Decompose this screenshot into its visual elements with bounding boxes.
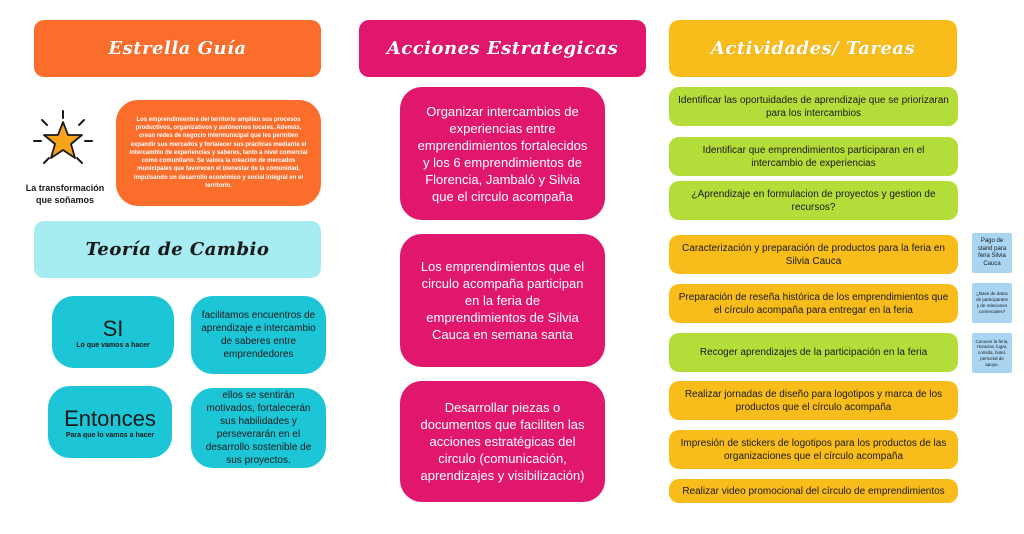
entonces-title: Entonces [64, 405, 156, 431]
actividad-resena-historica: Preparación de reseña histórica de los e… [669, 284, 958, 323]
si-box: SI Lo que vamos a hacer [52, 296, 174, 368]
actividad-identificar-emprendimientos: Identificar que emprendimientos particip… [669, 137, 958, 176]
entonces-box: Entonces Para que lo vamos a hacer [48, 386, 172, 458]
actividad-oportunidades: Identificar las oportuidades de aprendiz… [669, 87, 958, 126]
accion-feria: Los emprendimientos que el circulo acomp… [400, 234, 605, 367]
actividad-video: Realizar video promocional del círculo d… [669, 479, 958, 503]
actividad-caracterizacion: Caracterización y preparación de product… [669, 235, 958, 274]
estrella-guia-text: Los emprendimientos del territorio amplí… [116, 100, 321, 206]
nota-base-datos: ¿Base de datos de participantes y de rel… [972, 283, 1012, 323]
star-icon [30, 108, 96, 174]
estrella-guia-header: Estrella Guía [34, 20, 321, 77]
nota-conocer-feria: Conocer la feria, Horarios, lugar, comid… [972, 333, 1012, 373]
acciones-estrategicas-header: Acciones Estrategicas [359, 20, 646, 77]
actividad-jornadas-diseno: Realizar jornadas de diseño para logotip… [669, 381, 958, 420]
actividad-stickers: Impresión de stickers de logotipos para … [669, 430, 958, 469]
actividad-formulacion-proyectos: ¿Aprendizaje en formulacion de proyectos… [669, 181, 958, 220]
accion-intercambios: Organizar intercambios de experiencias e… [400, 87, 605, 220]
actividades-tareas-header: Actividades/ Tareas [669, 20, 957, 77]
si-subtitle: Lo que vamos a hacer [76, 341, 150, 349]
si-description: facilitamos encuentros de aprendizaje e … [191, 296, 326, 374]
entonces-subtitle: Para que lo vamos a hacer [65, 431, 155, 439]
arrow-icon [986, 276, 992, 289]
accion-piezas: Desarrollar piezas o documentos que faci… [400, 381, 605, 502]
si-title: SI [102, 315, 124, 341]
entonces-description: ellos se sentirán motivados, fortalecerá… [191, 388, 326, 468]
nota-pago-stand: Pago de stand para feria Silvia Cauca [972, 233, 1012, 273]
teoria-de-cambio-header: Teoría de Cambio [34, 221, 321, 278]
transformacion-caption: La transformación que soñamos [25, 183, 105, 205]
actividad-recoger-aprendizajes: Recoger aprendizajes de la participación… [669, 333, 958, 372]
